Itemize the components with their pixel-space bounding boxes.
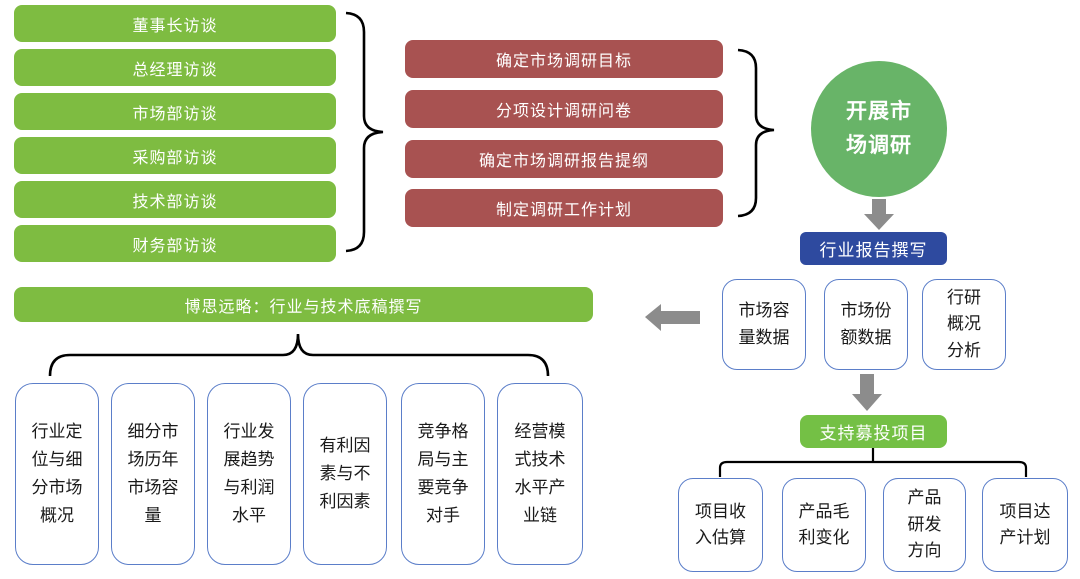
research-step-bar: 制定调研工作计划 (405, 189, 723, 227)
brace-icon (345, 11, 384, 253)
research-step-bar: 确定市场调研报告提纲 (405, 140, 723, 178)
interview-bar: 财务部访谈 (14, 225, 336, 262)
brace-icon (48, 333, 550, 377)
left-arrow-icon (645, 304, 700, 331)
research-step-bar: 分项设计调研问卷 (405, 90, 723, 128)
interview-bar: 采购部访谈 (14, 137, 336, 174)
project-box: 项目达 产计划 (982, 478, 1068, 572)
interview-bar: 市场部访谈 (14, 93, 336, 130)
industry-report-box: 行业报告撰写 (800, 232, 947, 265)
draft-bar: 博思远略：行业与技术底稿撰写 (14, 287, 593, 322)
down-arrow-icon (852, 374, 882, 411)
project-box: 产品 研发 方向 (883, 478, 966, 572)
interview-bar: 总经理访谈 (14, 49, 336, 86)
draft-box: 行业定 位与细 分市场 概况 (15, 383, 99, 565)
bracket-connector (718, 448, 1028, 477)
draft-box: 细分市 场历年 市场容 量 (111, 383, 195, 565)
research-step-bar: 确定市场调研目标 (405, 40, 723, 78)
draft-box: 经营模 式技术 水平产 业链 (497, 383, 583, 565)
project-box: 项目收 入估算 (678, 478, 763, 572)
draft-box: 竞争格 局与主 要竞争 对手 (401, 383, 485, 565)
down-arrow-icon (864, 199, 894, 230)
data-source-box: 行研 概况 分析 (922, 279, 1006, 370)
market-research-circle: 开展市 场调研 (811, 61, 947, 197)
interview-bar: 技术部访谈 (14, 181, 336, 218)
draft-box: 有利因 素与不 利因素 (303, 383, 387, 565)
project-box: 产品毛 利变化 (782, 478, 866, 572)
interview-bar: 董事长访谈 (14, 5, 336, 42)
draft-box: 行业发 展趋势 与利润 水平 (207, 383, 291, 565)
brace-icon (737, 48, 775, 218)
support-projects-box: 支持募投项目 (800, 415, 947, 448)
data-source-box: 市场份 额数据 (824, 279, 908, 370)
data-source-box: 市场容 量数据 (722, 279, 806, 370)
